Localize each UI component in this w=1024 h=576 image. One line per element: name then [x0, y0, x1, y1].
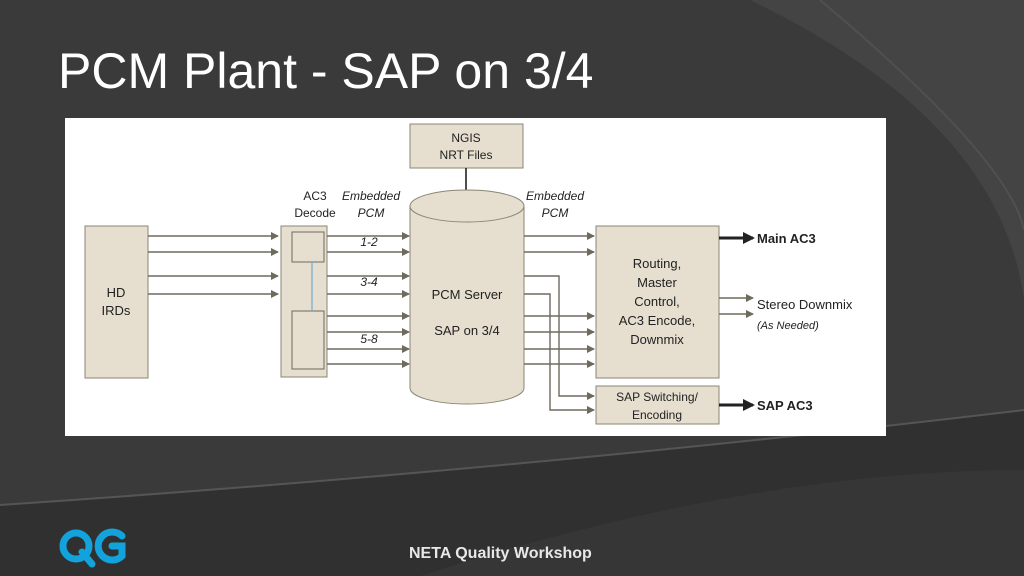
- routing-label-line3: Control,: [634, 294, 680, 309]
- sap-switching-label-line1: SAP Switching/: [616, 390, 698, 404]
- embedded-pcm-left-line2: PCM: [358, 206, 385, 220]
- hd-irds-label-line2: IRDs: [102, 303, 131, 318]
- routing-label-line5: Downmix: [630, 332, 684, 347]
- pcm-server-cylinder: [409, 189, 525, 405]
- ac3-decoder-1: [291, 231, 325, 263]
- routing-box: [595, 225, 720, 379]
- sap-switching-label-line2: Encoding: [632, 408, 682, 422]
- hd-irds-box: [84, 225, 149, 379]
- channel-label-1-2: 1-2: [360, 235, 378, 249]
- pcm-server-label: PCM Server: [432, 287, 503, 302]
- ngis-label-line1: NGIS: [451, 131, 480, 145]
- sap-ac3-label: SAP AC3: [757, 398, 813, 413]
- as-needed-label: (As Needed): [757, 320, 819, 332]
- ac3-decode-label-line2: Decode: [294, 206, 336, 220]
- routing-label-line2: Master: [637, 275, 677, 290]
- ngis-box: [409, 123, 524, 169]
- routing-label-line1: Routing,: [633, 256, 681, 271]
- sap-switching-box: [595, 385, 720, 425]
- pcm-server-sap-label: SAP on 3/4: [434, 323, 500, 338]
- footer-text: NETA Quality Workshop: [409, 545, 592, 562]
- embedded-pcm-right-line1: Embedded: [526, 189, 584, 203]
- diagram-panel: HD IRDs AC3 Decode Embedded PCM 1-2 3-4 …: [65, 118, 886, 436]
- embedded-pcm-left-line1: Embedded: [342, 189, 400, 203]
- hd-irds-label-line1: HD: [107, 285, 126, 300]
- pcm-plant-diagram: HD IRDs AC3 Decode Embedded PCM 1-2 3-4 …: [84, 123, 853, 425]
- ac3-decoder-2: [291, 310, 325, 370]
- pcm-input-lines: [327, 232, 410, 368]
- ird-output-lines: [148, 232, 279, 298]
- channel-label-5-8: 5-8: [360, 332, 378, 346]
- slide-title: PCM Plant - SAP on 3/4: [58, 43, 594, 99]
- routing-label-line4: AC3 Encode,: [619, 313, 696, 328]
- channel-label-3-4: 3-4: [360, 275, 378, 289]
- server-output-lines: [524, 232, 595, 414]
- stereo-downmix-label: Stereo Downmix: [757, 297, 853, 312]
- ngis-label-line2: NRT Files: [440, 148, 493, 162]
- embedded-pcm-right-line2: PCM: [542, 206, 569, 220]
- qg-logo: [59, 528, 126, 568]
- ac3-decode-label-line1: AC3: [303, 189, 327, 203]
- main-ac3-label: Main AC3: [757, 231, 816, 246]
